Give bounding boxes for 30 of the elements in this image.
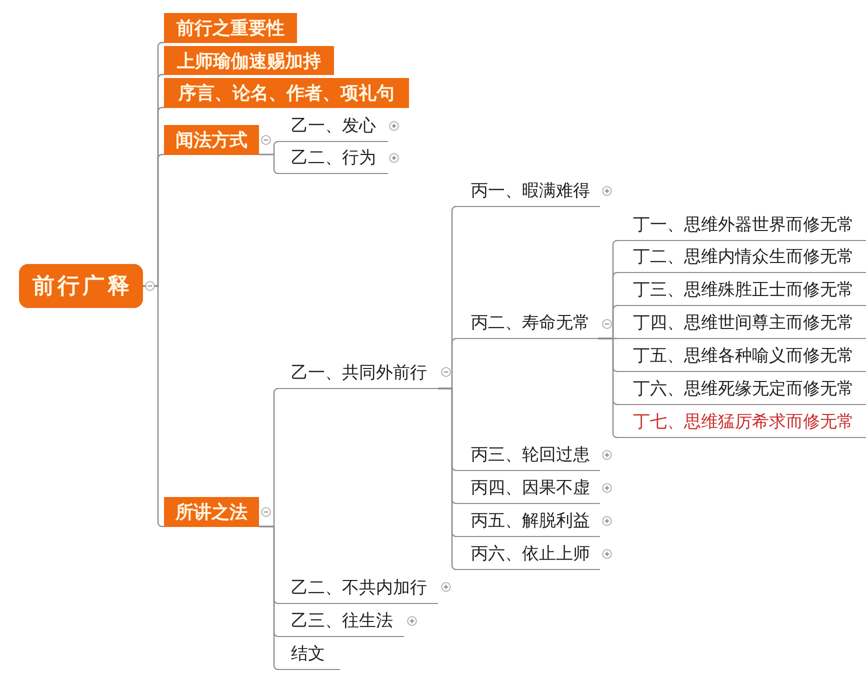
- subtopic: 丁四、思维世间尊主而修无常: [617, 309, 866, 339]
- connector-line: [259, 154, 279, 174]
- subtopic: 丙五、解脱利益: [456, 507, 600, 537]
- subtopic: 丙四、因果不虚: [456, 474, 600, 504]
- subtopic: 乙二、行为: [278, 144, 388, 174]
- subtopic: 乙三、往生法: [278, 607, 404, 637]
- subtopic: 丙三、轮回过患: [456, 441, 600, 471]
- subtopic: 丁六、思维死缘无定而修无常: [617, 375, 866, 405]
- main-topic-box: 序言、论名、作者、项礼句: [164, 78, 409, 108]
- subtopic: 丁三、思维殊胜正士而修无常: [617, 276, 866, 306]
- subtopic: 丙二、寿命无常: [456, 309, 598, 339]
- connector-line: [598, 338, 618, 438]
- subtopic: 丙一、暇满难得: [456, 177, 600, 207]
- subtopic: 乙一、发心: [278, 112, 388, 142]
- main-topic-box: 闻法方式: [164, 125, 259, 155]
- connector-line: [259, 526, 279, 670]
- subtopic: 乙二、不共内加行: [278, 574, 438, 604]
- subtopic: 丁二、思维内情众生而修无常: [617, 243, 866, 273]
- main-topic-box: 所讲之法: [164, 497, 259, 527]
- subtopic: 丁五、思维各种喻义而修无常: [617, 342, 866, 372]
- subtopic: 结文: [278, 640, 340, 670]
- subtopic: 丁七、思维猛厉希求而修无常: [617, 408, 866, 438]
- connector-line: [143, 285, 164, 528]
- subtopic: 乙一、共同外前行: [278, 359, 438, 389]
- connector-line: [438, 388, 457, 570]
- central-topic-box: 前行广释: [19, 264, 143, 308]
- subtopic: 丁一、思维外器世界而修无常: [617, 211, 866, 241]
- main-topic-box: 上师瑜伽速赐加持: [164, 46, 334, 75]
- subtopic: 丙六、依止上师: [456, 540, 600, 570]
- main-topic-box: 前行之重要性: [164, 13, 297, 43]
